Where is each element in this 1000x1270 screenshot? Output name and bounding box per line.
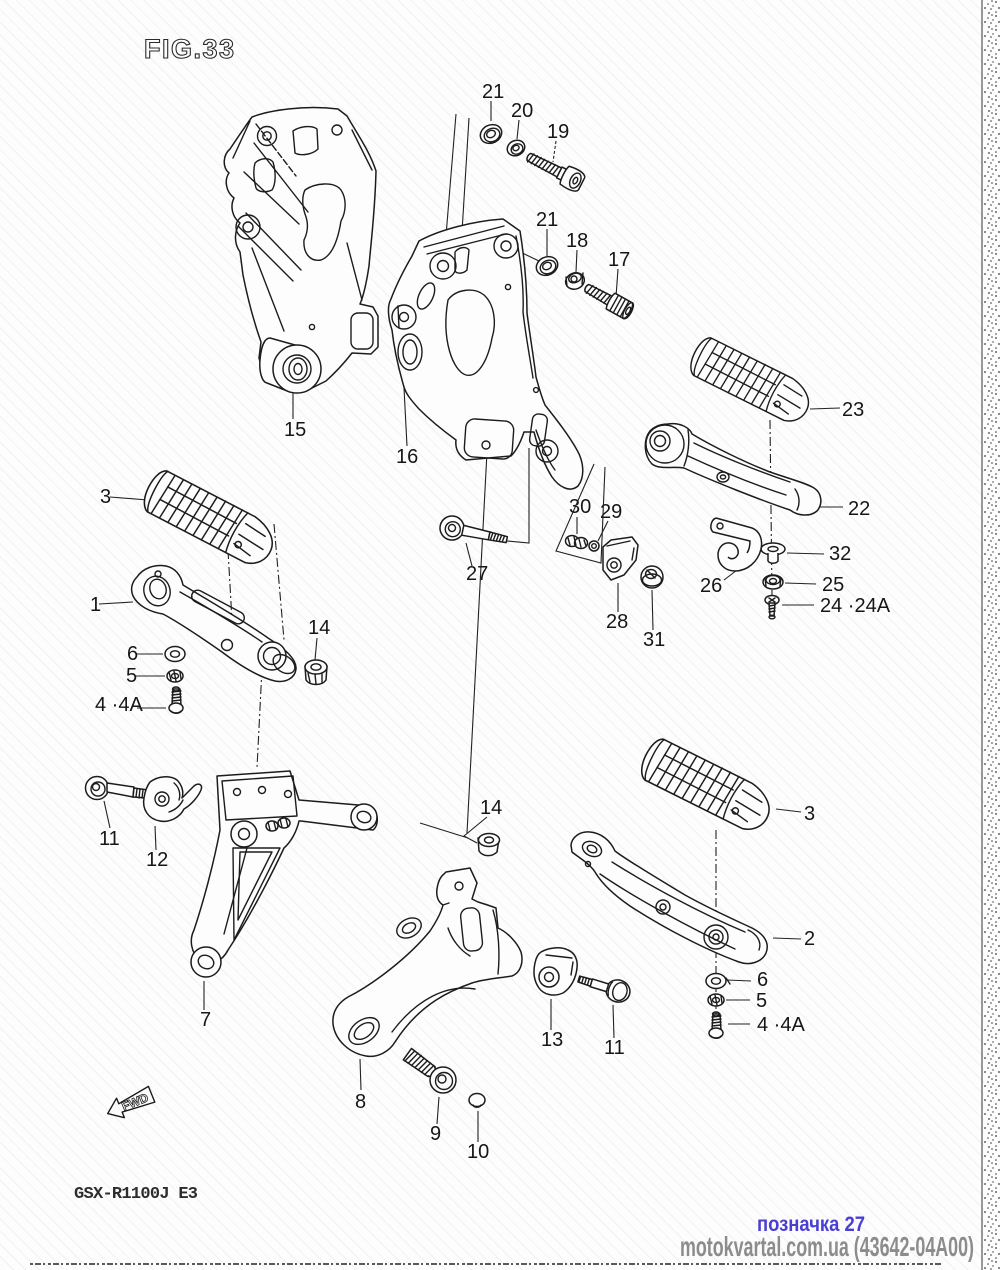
svg-text:7: 7: [200, 1009, 211, 1031]
svg-text:GSX-R1100J E3: GSX-R1100J E3: [74, 1185, 198, 1204]
svg-text:motokvartal.com.ua (43642-04A0: motokvartal.com.ua (43642-04A00): [680, 1231, 974, 1262]
svg-text:21: 21: [536, 209, 558, 231]
svg-text:6: 6: [127, 643, 138, 665]
svg-text:27: 27: [466, 563, 488, 585]
svg-text:3: 3: [804, 803, 815, 825]
svg-text:8: 8: [355, 1091, 366, 1113]
svg-text:16: 16: [396, 446, 418, 468]
svg-text:17: 17: [608, 249, 630, 271]
svg-text:11: 11: [604, 1037, 625, 1059]
svg-text:21: 21: [482, 81, 504, 103]
svg-text:23: 23: [842, 399, 864, 421]
svg-text:20: 20: [511, 100, 533, 122]
svg-text:26: 26: [700, 575, 722, 597]
svg-text:6: 6: [757, 969, 768, 991]
svg-text:11: 11: [99, 828, 120, 850]
svg-text:13: 13: [541, 1029, 563, 1051]
svg-text:1: 1: [90, 594, 101, 616]
svg-text:24 ·24A: 24 ·24A: [820, 595, 891, 617]
svg-text:14: 14: [480, 797, 502, 819]
svg-text:18: 18: [566, 230, 588, 252]
svg-text:31: 31: [643, 629, 665, 651]
svg-text:5: 5: [756, 990, 767, 1012]
svg-text:22: 22: [848, 498, 870, 520]
svg-text:10: 10: [467, 1141, 489, 1163]
svg-text:14: 14: [308, 617, 330, 639]
svg-text:29: 29: [600, 501, 622, 523]
svg-text:FWD: FWD: [120, 1090, 151, 1113]
svg-text:2: 2: [804, 928, 815, 950]
svg-text:25: 25: [822, 574, 844, 596]
svg-text:4 ·4A: 4 ·4A: [757, 1014, 805, 1036]
svg-text:4 ·4A: 4 ·4A: [95, 694, 143, 716]
svg-text:3: 3: [100, 486, 111, 508]
svg-text:19: 19: [547, 121, 569, 143]
svg-text:позначка 27: позначка 27: [757, 1213, 865, 1236]
svg-text:9: 9: [430, 1123, 441, 1145]
svg-text:30: 30: [569, 496, 591, 518]
svg-text:15: 15: [284, 419, 306, 441]
svg-text:FIG.33: FIG.33: [144, 34, 237, 64]
svg-text:5: 5: [126, 665, 137, 687]
svg-text:12: 12: [146, 849, 168, 871]
svg-text:32: 32: [829, 543, 851, 565]
svg-text:28: 28: [606, 611, 628, 633]
